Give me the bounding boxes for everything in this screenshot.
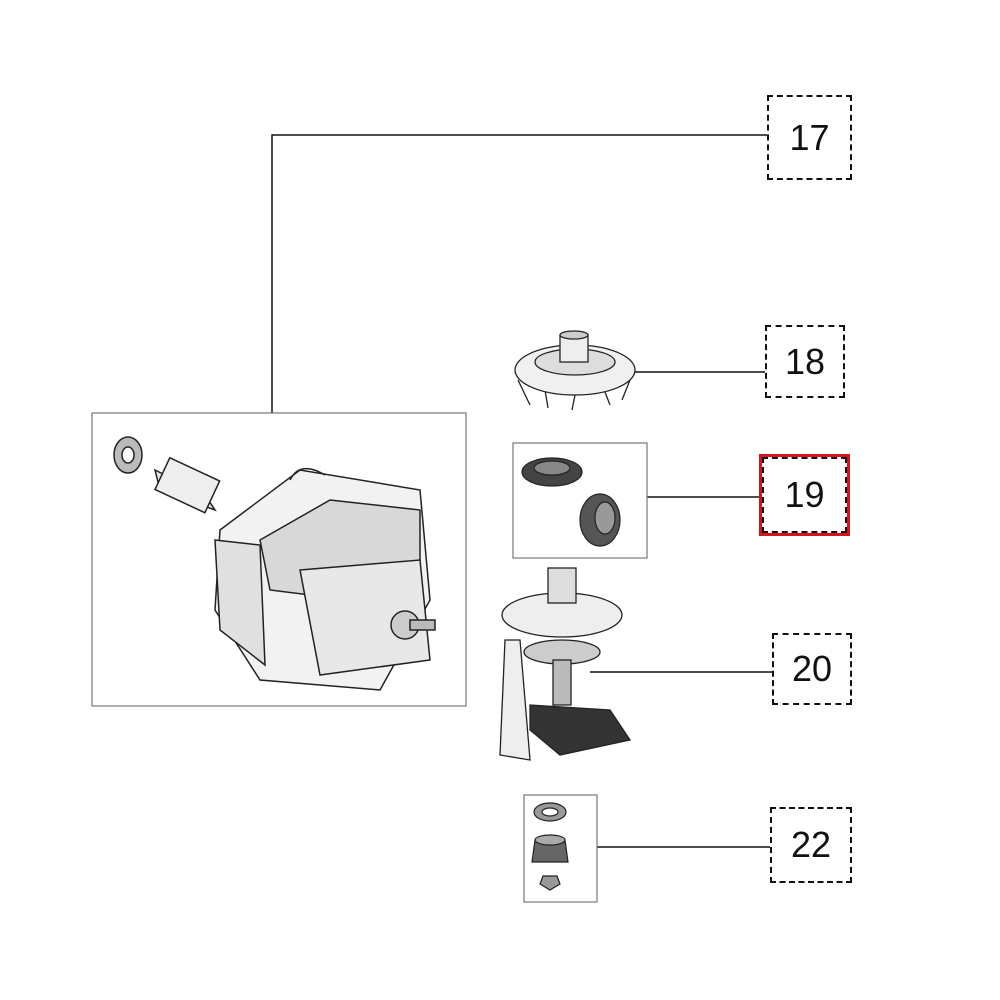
- callout-18[interactable]: 18: [765, 325, 845, 398]
- leader-lines: [271, 134, 772, 848]
- gear-set-frame: [512, 442, 648, 559]
- callout-20[interactable]: 20: [772, 633, 852, 705]
- coupling-frame: [523, 794, 598, 903]
- fan-illustration: [514, 330, 636, 411]
- motor-illustration: [113, 436, 436, 691]
- callout-19-selected[interactable]: 19: [759, 454, 850, 536]
- gear-set-illustration: [521, 457, 621, 547]
- coupling-illustration: [531, 802, 569, 891]
- callout-17[interactable]: 17: [767, 95, 852, 180]
- motor-frame: [91, 412, 467, 707]
- drive-assembly-illustration: [499, 567, 632, 761]
- leader-line-17: [271, 134, 767, 413]
- callout-22[interactable]: 22: [770, 807, 852, 883]
